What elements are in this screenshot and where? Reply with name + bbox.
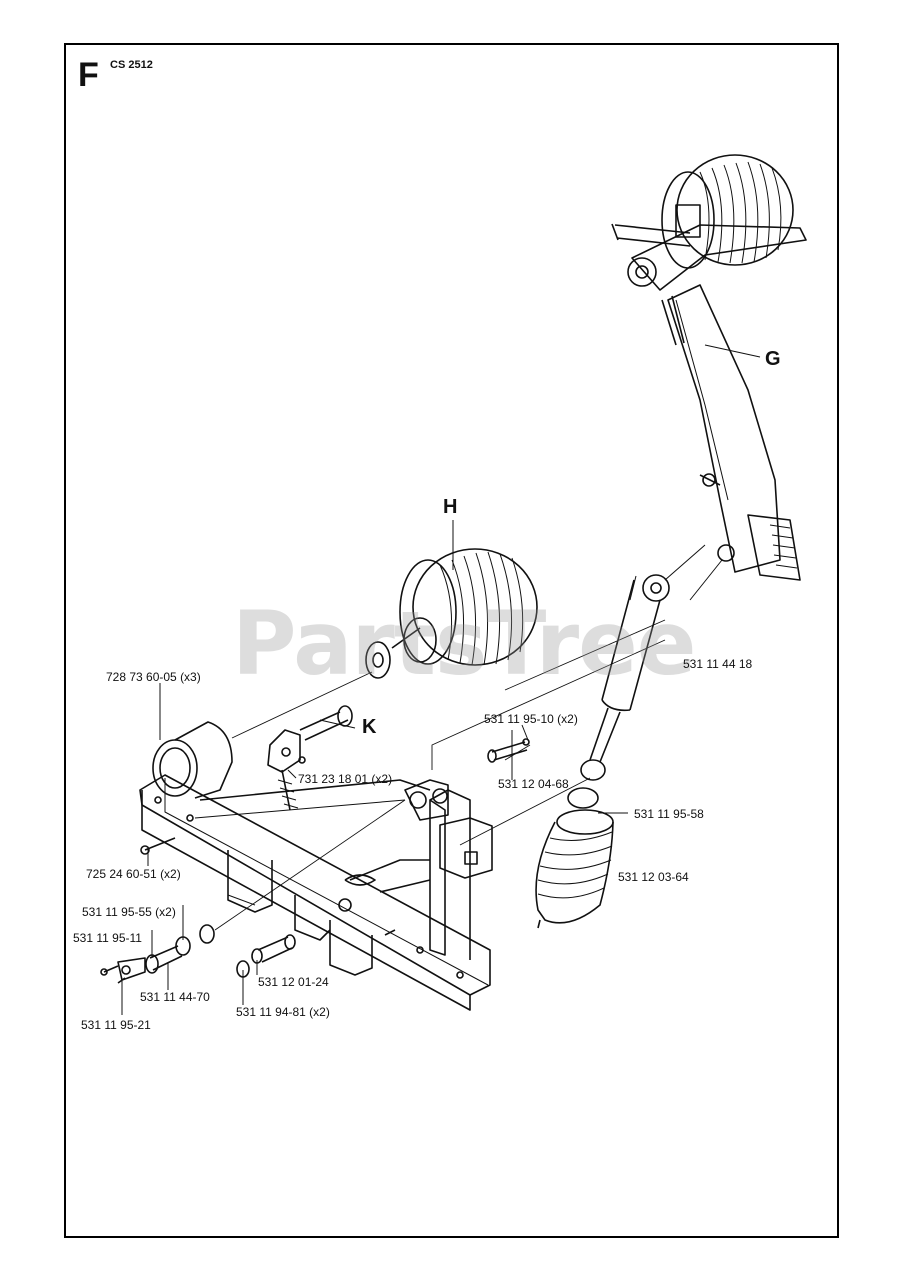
arm-assembly-g xyxy=(611,154,807,581)
part-label: 531 11 94-81 (x2) xyxy=(236,1005,330,1019)
part-label: 531 11 95-11 xyxy=(73,931,142,945)
part-label: 531 12 01-24 xyxy=(258,975,329,989)
watermark: PartsTree xyxy=(232,592,696,695)
alignment-lines xyxy=(214,619,666,931)
part-label: 731 23 18 01 (x2) xyxy=(298,772,393,786)
part-label: 531 12 04-68 xyxy=(498,777,569,791)
part-label: 728 73 60-05 (x3) xyxy=(106,670,201,684)
part-label: 725 24 60-51 (x2) xyxy=(86,867,181,881)
assembly-label-k: K xyxy=(362,716,377,738)
section-letter: F xyxy=(78,56,99,94)
spring-cover xyxy=(535,787,614,929)
part-label: 531 12 03-64 xyxy=(618,870,689,884)
pin-assembly-k xyxy=(267,705,353,811)
part-label: 531 11 95-58 xyxy=(634,807,704,821)
model-code: CS 2512 xyxy=(110,59,153,71)
part-label: 531 11 44 18 xyxy=(683,657,753,671)
shock-absorber xyxy=(580,574,670,781)
part-label: 531 11 95-21 xyxy=(81,1018,151,1032)
part-label: 531 11 44-70 xyxy=(140,990,210,1004)
part-label: 531 11 95-10 (x2) xyxy=(484,712,578,726)
diagram-frame xyxy=(64,43,839,1238)
assembly-label-h: H xyxy=(443,496,458,518)
part-label: 531 11 95-55 (x2) xyxy=(82,905,176,919)
wheel-assembly-h xyxy=(365,548,538,679)
main-frame xyxy=(139,721,493,1011)
assembly-label-g: G xyxy=(765,348,781,370)
